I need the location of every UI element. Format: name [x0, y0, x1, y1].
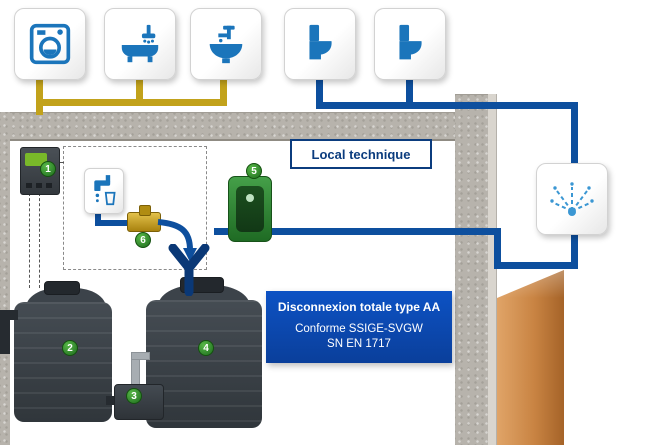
- marker-4: 4: [198, 340, 214, 356]
- rainwater-tank: [146, 300, 262, 428]
- room-label-text: Local technique: [311, 146, 411, 162]
- marker-2-number: 2: [67, 342, 73, 354]
- greywater-pipe-drop: [36, 99, 43, 115]
- tank-2-inlet-elbow: [0, 310, 10, 354]
- greywater-pipe-washing-machine: [36, 78, 43, 104]
- right-wall: [455, 94, 488, 445]
- greywater-pipe-header: [36, 99, 227, 106]
- marker-4-number: 4: [203, 342, 209, 354]
- booster-pump: [228, 176, 272, 242]
- marker-3: 3: [126, 388, 142, 404]
- pump-display: [246, 194, 254, 202]
- controller-button: [36, 183, 42, 188]
- marker-1: 1: [40, 161, 56, 177]
- washing-machine-icon: [29, 23, 71, 65]
- fixture-tile-toilet-1: [284, 8, 356, 80]
- toilet-icon: [309, 24, 332, 60]
- marker-6-number: 6: [140, 234, 146, 246]
- sensor-cable: [29, 193, 30, 288]
- air-gap-feed-arrow: [157, 219, 197, 262]
- garden-sprinkler-tile: [536, 163, 608, 235]
- greywater-pipe-washbasin: [220, 78, 227, 106]
- fixture-tile-washbasin: [190, 8, 262, 80]
- control-wiring-zone: [63, 146, 207, 270]
- greywater-tank: [14, 302, 112, 422]
- rainwater-pipe-wall-crossing: [494, 228, 501, 269]
- tank-2-lid: [44, 281, 80, 295]
- fixture-tile-toilet-2: [374, 8, 446, 80]
- sensor-cable: [39, 193, 40, 288]
- transfer-pipe-horizontal: [131, 352, 150, 360]
- garden-wall: [497, 270, 564, 445]
- washbasin-icon: [209, 25, 243, 64]
- solenoid-valve-coil: [139, 205, 151, 216]
- tank-transfer-pipe: [106, 396, 116, 405]
- info-line-1: Disconnexion totale type AA: [277, 300, 441, 314]
- drinking-water-pipe-vertical: [95, 212, 101, 226]
- sprinkler-icon: [550, 182, 594, 216]
- drinking-water-tile: [84, 168, 124, 214]
- rainwater-pipe-toilet-2: [406, 78, 413, 109]
- pump-front-panel: [236, 186, 264, 232]
- rainwater-pipe-header: [316, 102, 578, 109]
- drinking-water-pipe-horizontal: [95, 220, 133, 226]
- room-label: Local technique: [290, 139, 432, 169]
- rainwater-pipe-garden-branch: [494, 262, 578, 269]
- marker-6: 6: [135, 232, 151, 248]
- marker-1-number: 1: [45, 163, 51, 175]
- air-gap-funnel: [168, 244, 210, 296]
- controller-button: [26, 183, 32, 188]
- drinking-water-tap-icon: [94, 175, 116, 206]
- marker-5: 5: [246, 163, 262, 179]
- rainwater-pipe-toilet-1: [316, 78, 323, 109]
- control-cable: [58, 162, 64, 163]
- marker-2: 2: [62, 340, 78, 356]
- info-line-2: Conforme SSIGE-SVGW: [295, 323, 423, 335]
- fixture-tile-washing-machine: [14, 8, 86, 80]
- right-wall-edge: [488, 94, 497, 445]
- marker-3-number: 3: [131, 390, 137, 402]
- greywater-pipe-bathtub: [136, 78, 143, 104]
- toilet-icon: [399, 24, 422, 60]
- disconnection-info-box: Disconnexion totale type AA Conforme SSI…: [266, 291, 452, 363]
- controller-button: [46, 183, 52, 188]
- ceiling-beam: [0, 112, 460, 141]
- fixture-tile-bathtub: [104, 8, 176, 80]
- info-line-3: SN EN 1717: [327, 338, 391, 350]
- left-wall: [0, 112, 10, 445]
- marker-5-number: 5: [251, 165, 257, 177]
- bathtub-icon: [121, 24, 159, 63]
- rainwater-pipe-pump-outlet: [214, 228, 501, 235]
